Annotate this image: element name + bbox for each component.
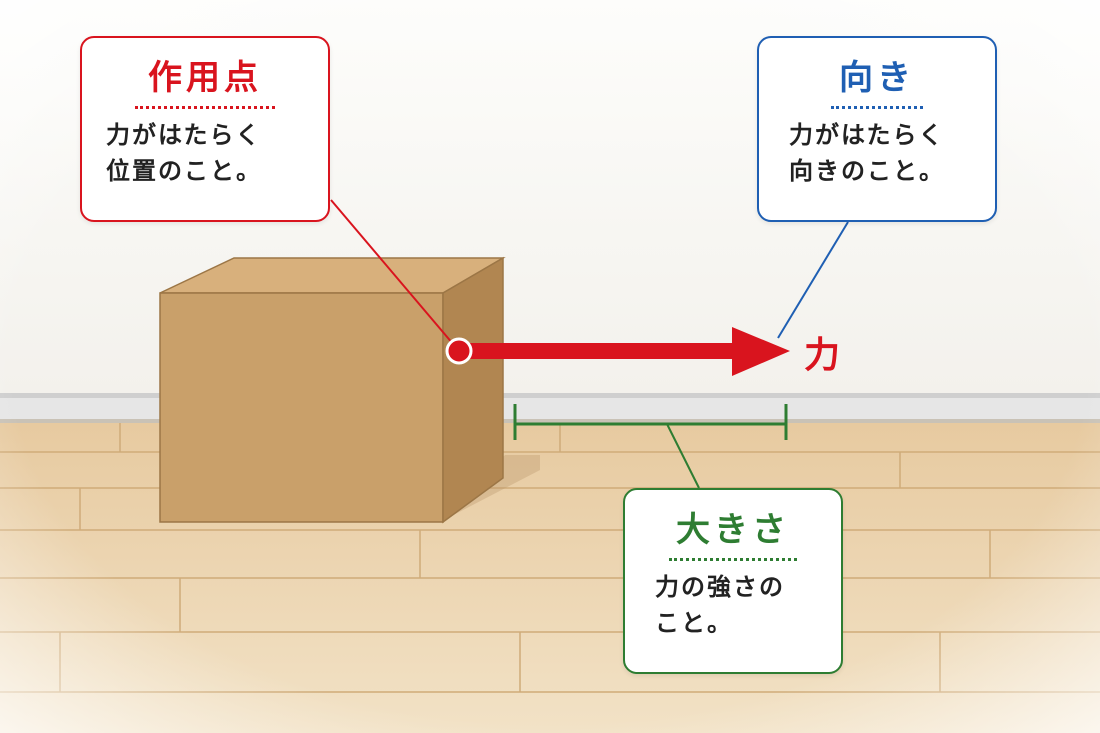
magnitude-callout: 大きさ 力の強さの こと。	[623, 488, 843, 674]
direction-text: 力がはたらく 向きのこと。	[789, 121, 945, 185]
direction-underline	[831, 106, 923, 109]
point-of-action-underline	[135, 106, 275, 109]
magnitude-underline	[669, 558, 797, 561]
force-label: 力	[804, 335, 841, 376]
magnitude-title: 大きさ	[676, 510, 790, 550]
direction-callout: 向き 力がはたらく 向きのこと。	[757, 36, 997, 222]
direction-title: 向き	[839, 58, 915, 98]
point-of-action-title: 作用点	[148, 58, 262, 98]
magnitude-text: 力の強さの こと。	[655, 573, 785, 637]
point-of-action-text: 力がはたらく 位置のこと。	[106, 121, 262, 185]
point-of-action-callout: 作用点 力がはたらく 位置のこと。	[80, 36, 330, 222]
